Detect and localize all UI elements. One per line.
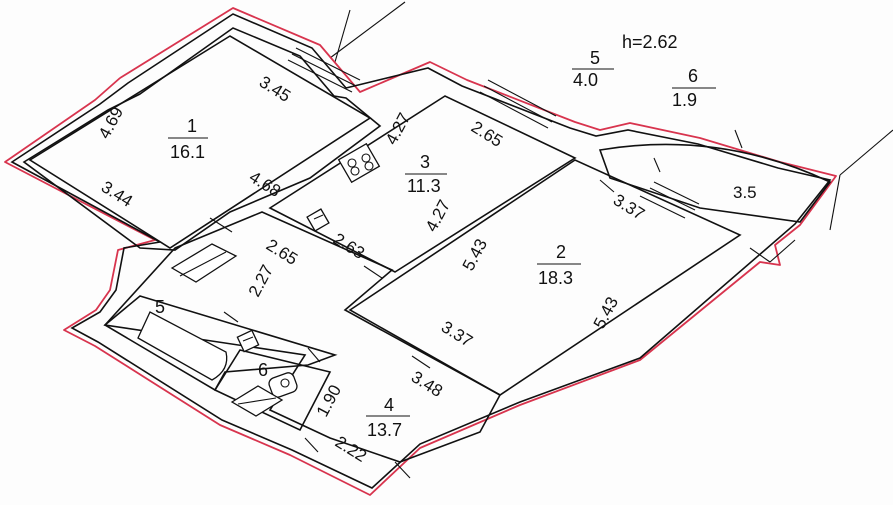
external-lines (329, 1, 893, 231)
svg-text:4.0: 4.0 (573, 70, 598, 90)
inner-wall (22, 27, 382, 251)
room-label-1: 1 16.1 (168, 116, 208, 162)
dim-wc-side: 1.90 (313, 382, 345, 420)
svg-text:5: 5 (590, 48, 600, 68)
toilet-outline (213, 349, 332, 432)
dim-r2-right: 5.43 (590, 294, 622, 332)
room-3-outline (268, 95, 577, 273)
dim-r2-left: 5.43 (459, 236, 491, 274)
dimension-ticks (209, 129, 743, 479)
dim-corr-top: 2.65 (263, 235, 301, 269)
ceiling-height: h=2.62 (622, 32, 678, 52)
outer-contour (4, 7, 837, 496)
svg-text:4: 4 (384, 395, 394, 415)
room-label-4: 4 13.7 (366, 395, 410, 440)
windows (287, 47, 700, 219)
hall-outline (103, 211, 502, 463)
walls (10, 13, 832, 489)
dim-hall-bottom: 3.48 (408, 367, 446, 401)
toilet-label: 6 (258, 360, 268, 380)
svg-text:3: 3 (420, 152, 430, 172)
svg-text:11.3: 11.3 (407, 176, 441, 196)
dim-r3-right: 4.27 (422, 197, 454, 235)
svg-text:6: 6 (688, 66, 698, 86)
loggia-outline (598, 143, 832, 223)
svg-text:18.3: 18.3 (538, 268, 573, 288)
shower-tray-icon (230, 385, 284, 417)
room-label-2: 2 18.3 (537, 242, 581, 288)
svg-text:16.1: 16.1 (170, 142, 205, 162)
bathtub-icon (137, 311, 228, 381)
bathroom-label: 5 (155, 297, 165, 317)
svg-text:13.7: 13.7 (367, 420, 402, 440)
room-1-outline (28, 35, 372, 249)
dim-r1-left: 4.69 (95, 104, 127, 142)
dim-r2-inner: 3.37 (438, 317, 476, 351)
stove-icon (337, 142, 381, 184)
dim-r2-top: 3.37 (610, 190, 648, 224)
room-label-3: 3 11.3 (405, 152, 447, 196)
dim-loggia: 3.5 (733, 183, 757, 202)
toilet-icon (268, 372, 298, 398)
cabinet-icon (170, 243, 238, 283)
outer-wall (10, 13, 832, 489)
dim-corr-seg: 2.63 (330, 229, 368, 263)
dim-r1-top: 3.45 (256, 72, 294, 106)
dim-corr-left: 2.27 (245, 262, 277, 300)
svg-text:2: 2 (556, 242, 566, 262)
room-label-6: 6 1.9 (672, 66, 716, 110)
sink-icon (306, 208, 330, 232)
room-label-5: 5 4.0 (572, 48, 614, 90)
room-2-outline (348, 159, 742, 396)
washbasin-icon (236, 329, 260, 353)
dim-entry: 2.22 (332, 432, 370, 466)
dim-r3-left: 4.27 (382, 110, 414, 148)
svg-text:1: 1 (187, 116, 197, 136)
svg-text:1.9: 1.9 (672, 90, 697, 110)
